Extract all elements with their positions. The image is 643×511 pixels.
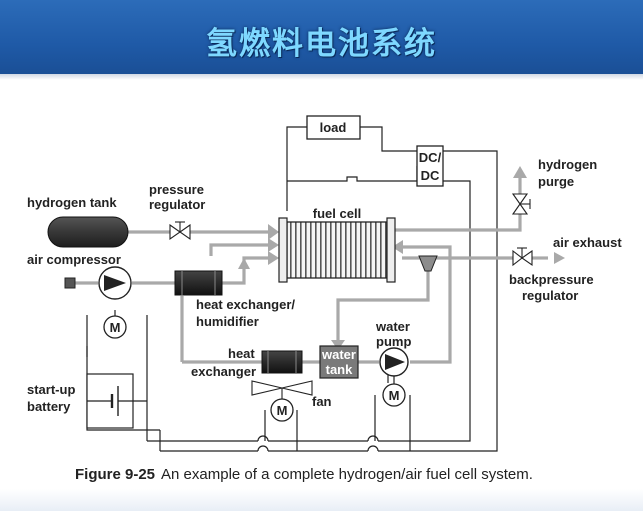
compressor-motor — [103, 315, 127, 339]
pump-motor-label: M — [389, 388, 400, 403]
air-exhaust-label: air exhaust — [553, 235, 622, 250]
figure-number: Figure 9-25 — [75, 466, 156, 483]
load-box — [306, 115, 361, 140]
startup-battery-label-line2: battery — [27, 399, 71, 414]
water-tank-label-line2: tank — [326, 362, 354, 377]
fuel-cell-end-plate-left — [278, 217, 288, 283]
heat-exchanger-humidifier-label-line2: humidifier — [196, 314, 259, 329]
backpressure-regulator-label-line2: regulator — [522, 288, 578, 303]
heat-exchanger-humidifier-label-line1: heat exchanger/ — [196, 297, 295, 312]
startup-battery-label-line1: start-up — [27, 382, 75, 397]
dcdc-converter-box — [416, 145, 444, 187]
banner-edge — [0, 74, 643, 80]
fuel-cell-label: fuel cell — [313, 206, 361, 221]
fan-motor — [270, 398, 294, 422]
air-inlet-filter — [64, 277, 76, 289]
figure-caption-text: An example of a complete hydrogen/air fu… — [161, 466, 533, 483]
fan-motor-label: M — [277, 403, 288, 418]
pressure-regulator-label-line2: regulator — [149, 197, 205, 212]
radiator-heat-exchanger — [261, 350, 303, 374]
pressure-regulator-valve — [169, 221, 191, 241]
cooling-fan — [251, 380, 313, 400]
load-label: load — [320, 120, 347, 135]
heat-exchanger-label-line2: exchanger — [191, 364, 256, 379]
dcdc-label-line1: DC/ — [419, 150, 442, 165]
backpressure-regulator-valve — [512, 247, 533, 267]
water-pump-symbol — [385, 354, 405, 370]
fan-label: fan — [312, 394, 332, 409]
title-banner — [0, 0, 643, 74]
hydrogen-purge-valve — [511, 193, 531, 215]
hydrogen-purge-label-line1: hydrogen — [538, 157, 597, 172]
air-compressor-label: air compressor — [27, 252, 121, 267]
air-compressor-symbol — [104, 275, 126, 291]
heat-exchanger-label-line1: heat — [228, 346, 255, 361]
pressure-regulator-label-line1: pressure — [149, 182, 204, 197]
heat-exchanger-humidifier — [174, 270, 223, 296]
water-tank — [319, 345, 359, 379]
figure-caption: Figure 9-25 An example of a complete hydr… — [75, 466, 533, 483]
fuel-cell-stack — [286, 221, 388, 279]
dcdc-label-line2: DC — [421, 168, 440, 183]
water-pump-label-line1: water — [375, 319, 410, 334]
compressor-motor-label: M — [110, 320, 121, 335]
footer-shade — [0, 489, 643, 511]
hydrogen-purge-label-line2: purge — [538, 174, 574, 189]
water-separator — [418, 255, 438, 272]
hydrogen-tank-label: hydrogen tank — [27, 195, 117, 210]
water-pump-label-line2: pump — [376, 334, 411, 349]
flow-arrows — [238, 166, 565, 350]
hydrogen-tank — [47, 216, 129, 248]
fuel-cell-end-plate-right — [386, 217, 396, 283]
backpressure-regulator-label-line1: backpressure — [509, 272, 594, 287]
water-tank-label-line1: water — [321, 347, 356, 362]
page-title: 氢燃料电池系统 — [206, 26, 437, 62]
gas-and-water-piping — [75, 178, 548, 364]
